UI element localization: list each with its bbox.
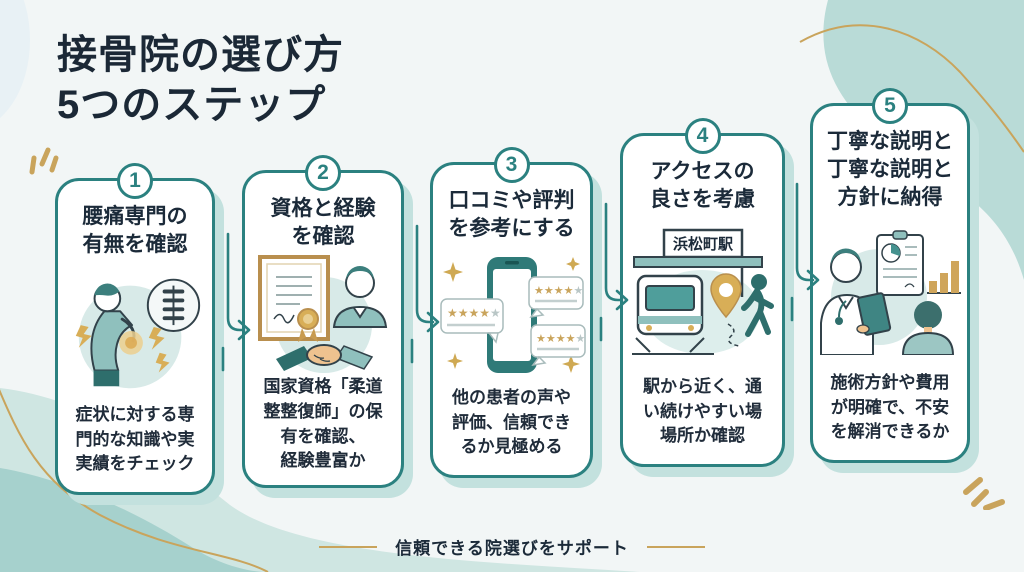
doctor-icon [820,229,961,355]
page-title-line2: 5つのステップ [57,83,327,128]
sparkle-icon [561,354,580,373]
step-card-1: 1 腰痛専門の 有無を確認 症状に対する専 門的な知識や実 実績をチェック [55,163,215,495]
step-title: 資格と経験 を確認 [270,197,376,249]
bar-chart-icon [927,260,961,294]
sparkle-icon [565,256,580,271]
step-number-badge: 3 [493,147,530,183]
step-card-5: 5 丁寧な説明と 丁寧な説明と 方針に納得 [810,88,970,463]
back-pain-illustration [58,259,212,403]
step-card-2: 2 資格と経験 を確認 国家資格「柔道 整整復師」の保 有を確認、 経験豊富か [242,155,404,488]
step-card-3: 3 口コミや評判 を参考にする ★★★★★ ★★★★★ [430,147,593,478]
sparkle-icon [446,352,463,369]
handshake-icon [276,346,312,372]
emphasis-strokes-icon [963,477,1005,510]
map-pin-icon [709,272,742,318]
footer-tagline: 信頼できる院選びをサポート [0,534,1024,559]
top-right-gold-curve [799,24,1024,153]
station-sign-text: 浜松町駅 [672,235,733,253]
step-arrow-icon [599,202,629,342]
page-title: 接骨院の選び方 5つのステップ [57,30,344,131]
step-title: 口コミや評判 を参考にする [448,189,575,241]
reviews-illustration: ★★★★★ ★★★★★ ★★★★★ [433,243,590,386]
step-number-badge: 1 [117,163,153,199]
svg-text:★★★★★: ★★★★★ [534,285,583,297]
doctor-illustration [813,212,967,371]
certificate-illustration [245,251,401,375]
footer-right-line [646,545,705,548]
step-arrow-icon [410,224,440,364]
sparkle-icon [442,261,463,282]
svg-text:★★★★★: ★★★★★ [536,333,585,345]
step-description: 国家資格「柔道 整整復師」の保 有を確認、 経験豊富か [263,377,383,471]
certificate-icon [258,255,388,374]
bottom-left-gold-curve [0,389,269,572]
step-title: 腰痛専門の 有無を確認 [82,205,188,257]
footer-text: 信頼できる院選びをサポート [395,539,629,558]
walking-person-icon [740,273,774,337]
top-left-blob [0,0,30,118]
step-card-4: 4 アクセスの 良さを考慮 浜松町駅 駅から近く、通 い続けやすい [620,118,785,467]
step-number-badge: 5 [872,88,908,124]
emphasis-strokes-icon [29,147,59,175]
step-title: アクセスの 良さを考慮 [650,160,755,212]
clipboard-icon [856,291,892,336]
patient-icon [901,300,955,355]
page-title-line1: 接骨院の選び方 [57,33,344,77]
chart-document-icon [876,229,924,296]
step-arrow-icon [221,232,251,372]
train-icon: 浜松町駅 [631,228,774,355]
review-bubble-icon: ★★★★★ [439,297,504,344]
svg-text:★★★★★: ★★★★★ [447,306,501,320]
step-arrow-icon [790,182,820,322]
station-illustration: 浜松町駅 [623,214,782,375]
step-number-badge: 4 [684,118,721,154]
back-pain-person-icon [75,278,201,389]
step-number-badge: 2 [305,155,341,191]
step-description: 症状に対する専 門的な知識や実 実績をチェック [75,405,195,474]
step-title: 丁寧な説明と 丁寧な説明と 方針に納得 [827,130,953,210]
review-bubble-icon: ★★★★★ [529,323,586,366]
step-description: 施術方針や費用 が明確で、不安 を解消できるか [830,373,950,442]
station-sign [662,228,743,258]
footer-left-line [319,545,378,548]
bottom-left-blob-dark [0,468,262,572]
step-description: 駅から近く、通 い続けやすい場 場所か確認 [643,377,762,446]
smartphone-icon: ★★★★★ ★★★★★ ★★★★★ [439,256,586,373]
step-description: 他の患者の声や 評価、信頼でき るか見極める [452,388,571,457]
bottom-left-blob-light [0,388,640,572]
review-bubble-icon: ★★★★★ [527,275,584,318]
